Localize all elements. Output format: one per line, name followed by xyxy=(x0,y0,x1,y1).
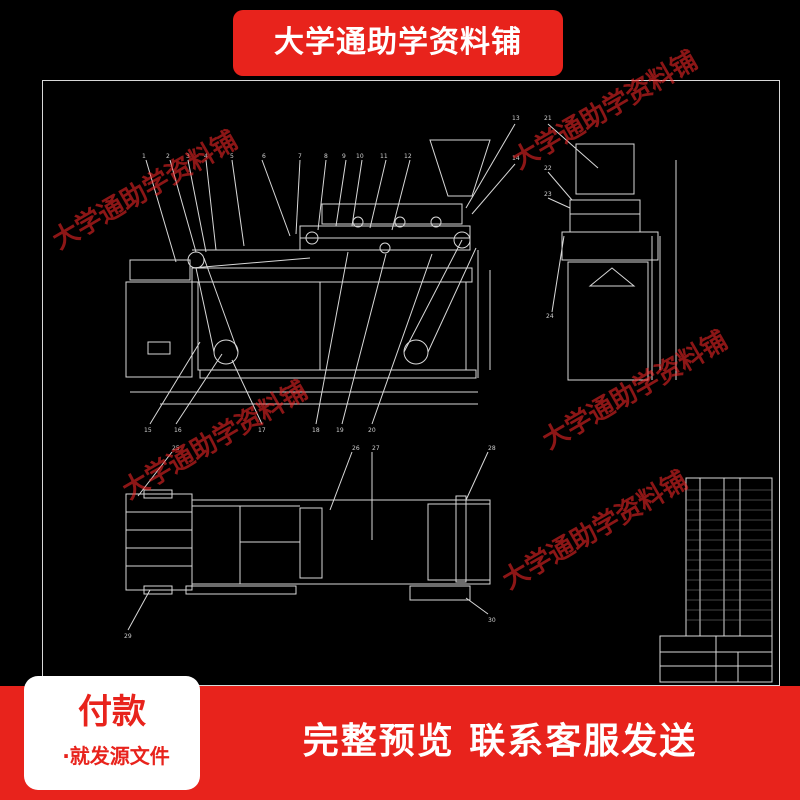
part-number: 15 xyxy=(144,427,152,434)
part-number: 2 xyxy=(166,153,170,160)
part-number: 22 xyxy=(544,165,552,172)
part-number-labels: 1 2 3 4 5 6 7 8 9 10 11 12 13 14 15 16 1… xyxy=(124,115,554,640)
pay-label: 付款 xyxy=(78,692,146,732)
part-number: 17 xyxy=(258,427,266,434)
part-number: 28 xyxy=(488,445,496,452)
motor-box xyxy=(129,259,191,281)
part-number: 12 xyxy=(404,153,412,160)
side-carriage xyxy=(569,199,641,233)
footer-slogan: 完整预览 联系客服发送 xyxy=(302,721,698,762)
part-number: 26 xyxy=(352,445,360,452)
part-number: 29 xyxy=(124,633,132,640)
lower-pulley-right xyxy=(403,339,429,365)
part-number: 10 xyxy=(356,153,364,160)
shop-banner: 大学通助学资料铺 xyxy=(233,10,563,76)
upper-rail xyxy=(191,267,473,283)
knife-carriage xyxy=(321,203,463,225)
part-number: 14 xyxy=(512,155,520,162)
part-number: 8 xyxy=(324,153,328,160)
part-number: 19 xyxy=(336,427,344,434)
part-number: 25 xyxy=(172,445,180,452)
part-number: 30 xyxy=(488,617,496,624)
plan-outlet xyxy=(427,503,491,581)
part-number: 11 xyxy=(380,153,388,160)
drawer-handle xyxy=(147,341,171,355)
pay-sub-label: ·就发源文件 xyxy=(62,744,170,768)
part-number: 9 xyxy=(342,153,346,160)
side-hopper xyxy=(575,143,635,195)
plan-blade xyxy=(299,507,323,579)
drawing-frame xyxy=(42,80,780,686)
part-number: 13 xyxy=(512,115,520,122)
part-number: 21 xyxy=(544,115,552,122)
pay-button[interactable]: 付款 ·就发源文件 xyxy=(24,676,200,790)
part-number: 20 xyxy=(368,427,376,434)
side-table xyxy=(561,231,659,261)
part-number: 27 xyxy=(372,445,380,452)
main-frame xyxy=(197,281,467,371)
part-number: 24 xyxy=(546,313,554,320)
part-number: 3 xyxy=(186,153,190,160)
part-number: 18 xyxy=(312,427,320,434)
parts-list xyxy=(685,477,773,637)
side-body xyxy=(567,261,649,381)
plan-motor xyxy=(125,493,193,591)
part-number: 6 xyxy=(262,153,266,160)
part-number: 1 xyxy=(142,153,146,160)
part-number: 5 xyxy=(230,153,234,160)
side-cabinet xyxy=(125,281,193,378)
part-number: 4 xyxy=(204,153,208,160)
base-rail xyxy=(199,369,477,379)
plan-frame xyxy=(191,499,491,585)
part-number: 7 xyxy=(298,153,302,160)
part-number: 16 xyxy=(174,427,182,434)
hopper xyxy=(429,139,491,197)
part-number: 23 xyxy=(544,191,552,198)
